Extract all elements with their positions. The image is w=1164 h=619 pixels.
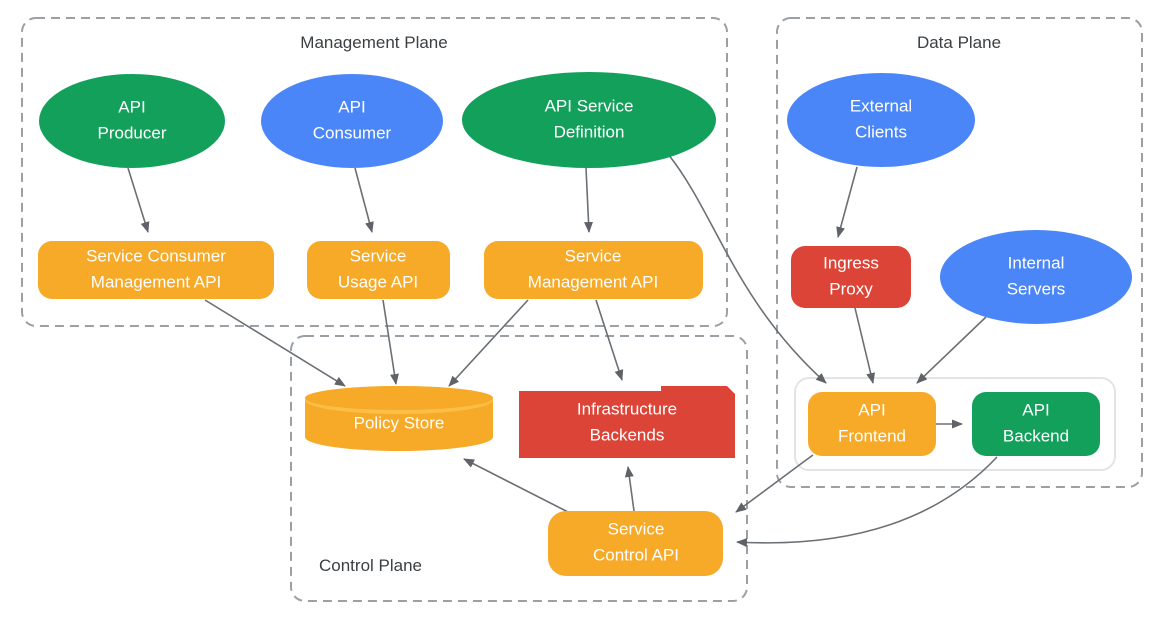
node-api-service-definition[interactable]: API Service Definition	[462, 72, 716, 168]
node-policy-store-body[interactable]	[305, 400, 493, 451]
node-external-clients-shape[interactable]	[787, 73, 975, 167]
node-ingress-proxy-label-line1: Ingress	[823, 253, 879, 272]
node-internal-servers[interactable]: Internal Servers	[940, 230, 1132, 324]
node-internal-servers-shape[interactable]	[940, 230, 1132, 324]
node-api-consumer[interactable]: API Consumer	[261, 74, 443, 168]
node-service-usage-api-label-line1: Service	[350, 246, 407, 265]
edge-service-control-to-policy-store	[463, 458, 571, 514]
node-api-backend-label-line1: API	[1022, 400, 1049, 419]
plane-control-plane-border	[290, 335, 748, 602]
node-api-backend-shape[interactable]	[972, 392, 1100, 456]
node-infrastructure-backends-shape[interactable]	[519, 386, 735, 458]
node-policy-store-top-inner	[305, 386, 493, 410]
edge-service-mgmt-to-policy-store	[448, 299, 529, 387]
node-service-control-api-label-line1: Service	[608, 519, 665, 538]
plane-management-plane: Management Plane	[21, 17, 728, 327]
node-service-management-api[interactable]: Service Management API	[484, 241, 703, 299]
edge-service-mgmt-to-infra-backends	[595, 299, 624, 381]
node-api-backend[interactable]: API Backend	[972, 392, 1100, 456]
node-api-producer-label-line1: API	[118, 97, 145, 116]
edge-external-clients-to-ingress	[836, 166, 858, 238]
node-service-consumer-management-api-label-line1: Service Consumer	[86, 246, 226, 265]
edge-service-control-to-infra-backends	[624, 466, 635, 512]
node-infrastructure-backends-label-line1: Infrastructure	[577, 399, 677, 418]
node-api-service-definition-label-line2: Definition	[554, 122, 625, 141]
node-service-management-api-label-line1: Service	[565, 246, 622, 265]
node-ingress-proxy-shape[interactable]	[791, 246, 911, 308]
edges-group	[127, 153, 998, 548]
edge-definition-to-mgmt	[584, 167, 594, 233]
node-policy-store-label: Policy Store	[354, 413, 445, 432]
plane-data-plane: Data Plane	[776, 17, 1143, 488]
edge-ingress-to-frontend	[854, 307, 876, 384]
node-api-frontend-label-line2: Frontend	[838, 426, 906, 445]
node-api-consumer-label-line2: Consumer	[313, 123, 392, 142]
edge-consumer-to-usage	[354, 167, 374, 233]
edge-producer-to-consumer-mgmt	[127, 167, 150, 233]
node-policy-store[interactable]: Policy Store	[305, 386, 493, 451]
edge-frontend-to-service-control	[735, 454, 814, 513]
node-api-service-definition-label-line1: API Service	[545, 96, 634, 115]
node-service-usage-api[interactable]: Service Usage API	[307, 241, 450, 299]
node-infrastructure-backends-label-line2: Backends	[590, 425, 665, 444]
node-api-frontend[interactable]: API Frontend	[808, 392, 936, 456]
node-service-consumer-management-api-shape[interactable]	[38, 241, 274, 299]
node-api-consumer-shape[interactable]	[261, 74, 443, 168]
node-infrastructure-backends[interactable]: Infrastructure Backends	[519, 386, 735, 458]
edge-definition-to-frontend	[667, 153, 827, 384]
plane-data-plane-label: Data Plane	[917, 33, 1001, 52]
nodes-group: API Producer API Consumer API Service De…	[38, 72, 1132, 576]
node-ingress-proxy-label-line2: Proxy	[829, 279, 873, 298]
node-service-consumer-management-api[interactable]: Service Consumer Management API	[38, 241, 274, 299]
node-service-control-api-shape[interactable]	[548, 511, 723, 576]
node-api-producer-shape[interactable]	[39, 74, 225, 168]
node-api-service-definition-shape[interactable]	[462, 72, 716, 168]
node-api-backend-label-line2: Backend	[1003, 426, 1069, 445]
node-api-producer-label-line2: Producer	[98, 123, 167, 142]
plane-control-plane-label: Control Plane	[319, 556, 422, 575]
node-service-usage-api-shape[interactable]	[307, 241, 450, 299]
edge-internal-servers-to-frontend	[916, 316, 987, 384]
edge-backend-to-service-control	[736, 456, 998, 548]
node-service-management-api-label-line2: Management API	[528, 272, 658, 291]
node-service-control-api-label-line2: Control API	[593, 545, 679, 564]
node-external-clients[interactable]: External Clients	[787, 73, 975, 167]
node-service-management-api-shape[interactable]	[484, 241, 703, 299]
node-api-frontend-shape[interactable]	[808, 392, 936, 456]
node-internal-servers-label-line2: Servers	[1007, 279, 1066, 298]
node-service-control-api[interactable]: Service Control API	[548, 511, 723, 576]
node-internal-servers-label-line1: Internal	[1008, 253, 1065, 272]
plane-control-plane: Control Plane	[290, 335, 748, 602]
plane-management-plane-label: Management Plane	[300, 33, 447, 52]
node-service-consumer-management-api-label-line2: Management API	[91, 272, 221, 291]
plane-data-plane-border	[776, 17, 1143, 488]
plane-management-plane-border	[21, 17, 728, 327]
node-external-clients-label-line2: Clients	[855, 122, 907, 141]
node-api-frontend-label-line1: API	[858, 400, 885, 419]
edge-usage-to-policy-store	[382, 299, 399, 385]
plane-group: Management Plane Data Plane Control Plan…	[21, 17, 1143, 602]
node-ingress-proxy[interactable]: Ingress Proxy	[791, 246, 911, 308]
node-api-consumer-label-line1: API	[338, 97, 365, 116]
edge-consumer-mgmt-to-policy-store	[204, 299, 346, 387]
node-api-producer[interactable]: API Producer	[39, 74, 225, 168]
node-external-clients-label-line1: External	[850, 96, 912, 115]
node-service-usage-api-label-line2: Usage API	[338, 272, 418, 291]
